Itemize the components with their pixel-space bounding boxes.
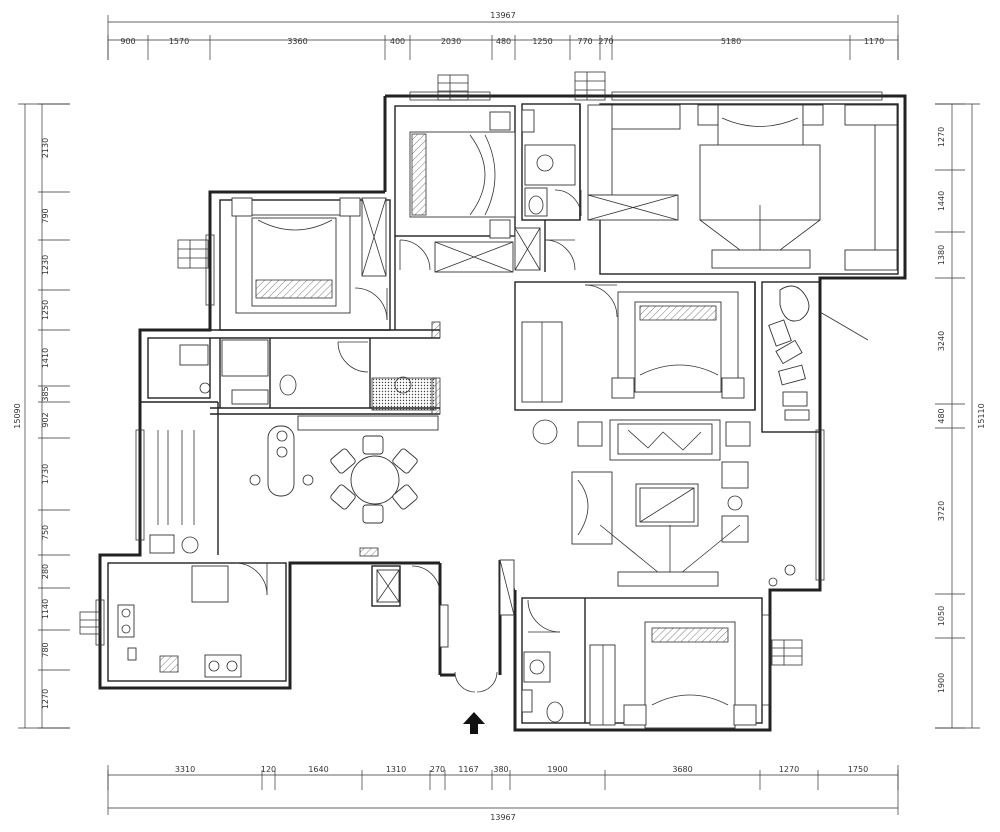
right-dimensions: 15110 1270 1440 1380 3240 480 3720 1050 1900 [935,103,986,729]
windows [95,91,883,706]
top-dimension-segment-label: 1570 [169,37,189,46]
top-dimension-segment-label: 1250 [532,37,552,46]
window-icon [79,611,101,635]
right-total-dimension: 15110 [977,403,986,428]
top-dimension-segment-label: 2030 [441,37,461,46]
right-dimension-segment-label: 1050 [937,606,946,626]
bottom-dimension-segment-label: 380 [493,765,508,774]
left-dimension-segment-label: 1250 [41,300,50,320]
door-swing-icon [337,341,369,373]
doors [234,189,618,693]
right-dimension-segment-label: 3720 [937,501,946,521]
bottom-dimension-segment-label: 1750 [848,765,868,774]
right-dimension-segment-label: 3240 [937,331,946,351]
door-swing-icon [454,671,498,693]
left-dimension-segment-label: 280 [41,564,50,579]
window-icon [437,74,469,101]
dining-bar [249,425,314,497]
wardrobe [589,644,616,726]
master-bed [697,104,824,221]
wardrobe [844,249,898,271]
door-swing-icon [354,287,388,321]
bottom-dimension-segment-label: 1167 [458,765,478,774]
closet-shelf [609,104,681,130]
left-dimension-segment-label: 1730 [41,464,50,484]
door-swing-icon [399,239,431,271]
bottom-dimension-segment-label: 1270 [779,765,799,774]
right-dimension-segment-label: 1380 [937,245,946,265]
right-dimension-segment-label: 1270 [937,127,946,147]
bottom-dimension-segment-label: 3310 [175,765,195,774]
right-dimension-segment-label: 480 [937,408,946,423]
top-total-dimension: 13967 [490,11,515,20]
decorative-panel [371,377,437,411]
top-dimension-segment-label: 3360 [287,37,307,46]
top-dimension-segment-label: 770 [577,37,592,46]
right-dimension-segment-label: 1900 [937,673,946,693]
top-dimensions: 13967 900 1570 3360 400 2030 480 1250 770 270 518… [107,11,899,60]
window-markers [79,71,803,666]
lower-bathroom-fixtures [521,651,564,723]
top-dimension-segment-label: 900 [120,37,135,46]
left-dimension-segment-label: 385 [41,386,50,401]
window-icon [771,639,803,666]
entrance-arrow-icon [463,712,485,734]
closet-shelf [587,104,613,196]
laundry-fixtures [149,344,209,554]
left-dimension-segment-label: 790 [41,208,50,223]
master-tv-lines [699,205,821,269]
dining-table [330,435,418,524]
bottom-total-dimension: 13967 [490,813,515,822]
door-swing-icon [544,239,576,271]
left-dimension-segment-label: 1270 [41,689,50,709]
wardrobe [874,104,898,256]
top-dimension-segment-label: 480 [496,37,511,46]
bottom-dimensions: 13967 3310 120 1640 1310 270 1167 380 1900 3680 1… [107,765,899,822]
bed-lower-right [623,621,757,729]
door-swing-icon [554,189,582,217]
top-dimension-segment-label: 1170 [864,37,884,46]
door-swing-icon [584,284,618,318]
left-bathroom-fixtures [199,339,297,405]
left-dimension-segment-label: 1230 [41,255,50,275]
door-swing-icon [234,562,268,596]
bed-top-middle [409,111,516,239]
left-dimension-segment-label: 750 [41,525,50,540]
bottom-dimension-segment-label: 270 [430,765,445,774]
bottom-dimension-segment-label: 1900 [547,765,567,774]
wardrobe [844,104,898,126]
window-icon [574,71,606,101]
cabinet [297,415,439,431]
top-dimension-segment-label: 5180 [721,37,741,46]
left-dimension-segment-label: 1140 [41,599,50,619]
master-bathroom-fixtures [521,109,576,217]
right-dimension-segment-label: 1440 [937,191,946,211]
top-dimension-segment-label: 270 [598,37,613,46]
left-dimension-segment-label: 902 [41,412,50,427]
bottom-dimension-segment-label: 1310 [386,765,406,774]
left-dimensions: 15090 2130 790 1230 1250 1410 385 902 1730 750 28… [13,103,70,729]
left-dimension-segment-label: 1410 [41,348,50,368]
kitchen-fixtures [117,565,242,678]
bottom-dimension-segment-label: 1640 [308,765,328,774]
shoe-cabinet [439,604,449,648]
bed-middle-right [611,291,745,399]
left-total-dimension: 15090 [13,403,22,428]
bed-left [231,197,361,314]
living-room-furniture [532,419,796,587]
bottom-dimension-segment-label: 3680 [672,765,692,774]
window-icon [177,239,209,269]
bottom-dimension-segment-label: 120 [261,765,276,774]
left-dimension-segment-label: 2130 [41,138,50,158]
door-swing-icon [411,565,441,595]
door-swing-icon [527,599,561,633]
left-dimension-segment-label: 780 [41,642,50,657]
top-dimension-segment-label: 400 [390,37,405,46]
sunroom-furniture [768,285,869,421]
